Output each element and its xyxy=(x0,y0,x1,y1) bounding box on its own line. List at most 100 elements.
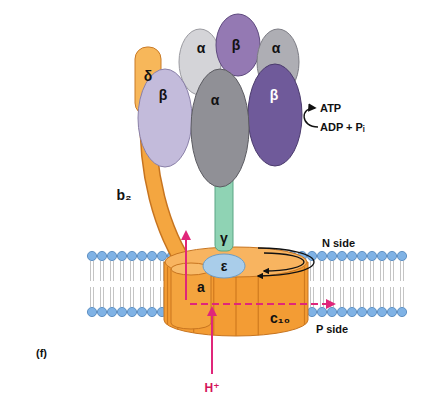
lipid-tail xyxy=(100,287,101,307)
beta-subunit: β xyxy=(137,68,193,168)
lipid-tail xyxy=(150,287,151,307)
lipid-head xyxy=(127,307,136,316)
lipid-tail xyxy=(120,261,121,281)
lipid-tail xyxy=(330,287,331,307)
lipid-head xyxy=(387,307,396,316)
lipid-tail xyxy=(93,261,94,281)
reactant-label: ADP + Pᵢ xyxy=(320,122,364,133)
subunit-label: ε xyxy=(221,259,228,273)
lipid-tail xyxy=(353,287,354,307)
lipid-head xyxy=(317,251,326,260)
lipid-tail xyxy=(143,261,144,281)
lipid-tail xyxy=(110,287,111,307)
subunit-label: α xyxy=(197,41,206,55)
lipid-tail xyxy=(343,287,344,307)
lipid-tail xyxy=(133,287,134,307)
rotation-arrow xyxy=(258,248,314,276)
subunit-label: α xyxy=(272,41,281,55)
lipid-tail xyxy=(360,287,361,307)
lipid-head xyxy=(357,251,366,260)
lipid-tail xyxy=(310,261,311,281)
lipid-tail xyxy=(353,261,354,281)
lipid-tail xyxy=(370,287,371,307)
lipid-tail xyxy=(380,287,381,307)
lipid-tail xyxy=(90,287,91,307)
lipid-head xyxy=(327,307,336,316)
lipid-tail xyxy=(350,261,351,281)
subunit-label: b₂ xyxy=(117,188,132,202)
subunit-label: β xyxy=(159,88,168,102)
lipid-head xyxy=(107,251,116,260)
proton-arrow xyxy=(211,308,213,374)
subunit-label: δ xyxy=(144,69,153,83)
lipid-tail xyxy=(103,261,104,281)
lipid-tail xyxy=(363,261,364,281)
subunit-body xyxy=(248,64,302,166)
proton-arrow xyxy=(190,303,334,305)
lipid-tail xyxy=(363,287,364,307)
lipid-tail xyxy=(110,261,111,281)
shape-outline xyxy=(190,68,250,188)
beta-subunit: β xyxy=(247,63,303,167)
lipid-tail xyxy=(140,287,141,307)
lipid-head xyxy=(97,251,106,260)
lipid-tail xyxy=(150,261,151,281)
lipid-tail xyxy=(390,261,391,281)
lipid-tail xyxy=(330,261,331,281)
lipid-tail xyxy=(383,261,384,281)
alpha-subunit: α xyxy=(190,68,250,188)
lipid-tail xyxy=(113,287,114,307)
side-label: P side xyxy=(316,324,348,335)
subunit-body xyxy=(191,69,249,187)
lipid-tail xyxy=(380,261,381,281)
lipid-head xyxy=(387,251,396,260)
lipid-head xyxy=(327,251,336,260)
side-label: N side xyxy=(322,238,355,249)
lipid-head xyxy=(367,251,376,260)
lipid-head xyxy=(397,251,406,260)
ring-stripe xyxy=(213,276,214,335)
lipid-tail xyxy=(113,261,114,281)
lipid-head xyxy=(127,251,136,260)
lipid-tail xyxy=(130,261,131,281)
lipid-tail xyxy=(130,287,131,307)
lipid-tail xyxy=(140,261,141,281)
rotation-arrow xyxy=(264,253,304,271)
subunit-body xyxy=(138,69,192,167)
lipid-tail xyxy=(373,287,374,307)
lipid-tail xyxy=(160,287,161,307)
lipid-tail xyxy=(153,261,154,281)
subunit-body xyxy=(216,14,260,76)
lipid-head xyxy=(87,251,96,260)
lipid-tail xyxy=(123,287,124,307)
lipid-head xyxy=(367,307,376,316)
lipid-tail xyxy=(143,287,144,307)
lipid-head xyxy=(337,251,346,260)
subunit-label: β xyxy=(270,88,279,102)
subunit-label: a xyxy=(197,280,205,294)
lipid-tail xyxy=(120,287,121,307)
lipid-head xyxy=(377,307,386,316)
lipid-tail xyxy=(370,261,371,281)
lipid-tail xyxy=(103,287,104,307)
lipid-tail xyxy=(390,287,391,307)
ring-stripe xyxy=(304,267,305,325)
lipid-tail xyxy=(323,261,324,281)
lipid-tail xyxy=(393,261,394,281)
lipid-head xyxy=(377,251,386,260)
lipid-tail xyxy=(400,287,401,307)
lipid-head xyxy=(117,251,126,260)
shape-outline xyxy=(247,63,303,167)
lipid-tail xyxy=(153,287,154,307)
lipid-tail xyxy=(360,261,361,281)
lipid-head xyxy=(137,307,146,316)
lipid-tail xyxy=(90,261,91,281)
subunit-label: β xyxy=(232,38,241,52)
lipid-head xyxy=(87,307,96,316)
lipid-tail xyxy=(350,287,351,307)
lipid-tail xyxy=(320,261,321,281)
